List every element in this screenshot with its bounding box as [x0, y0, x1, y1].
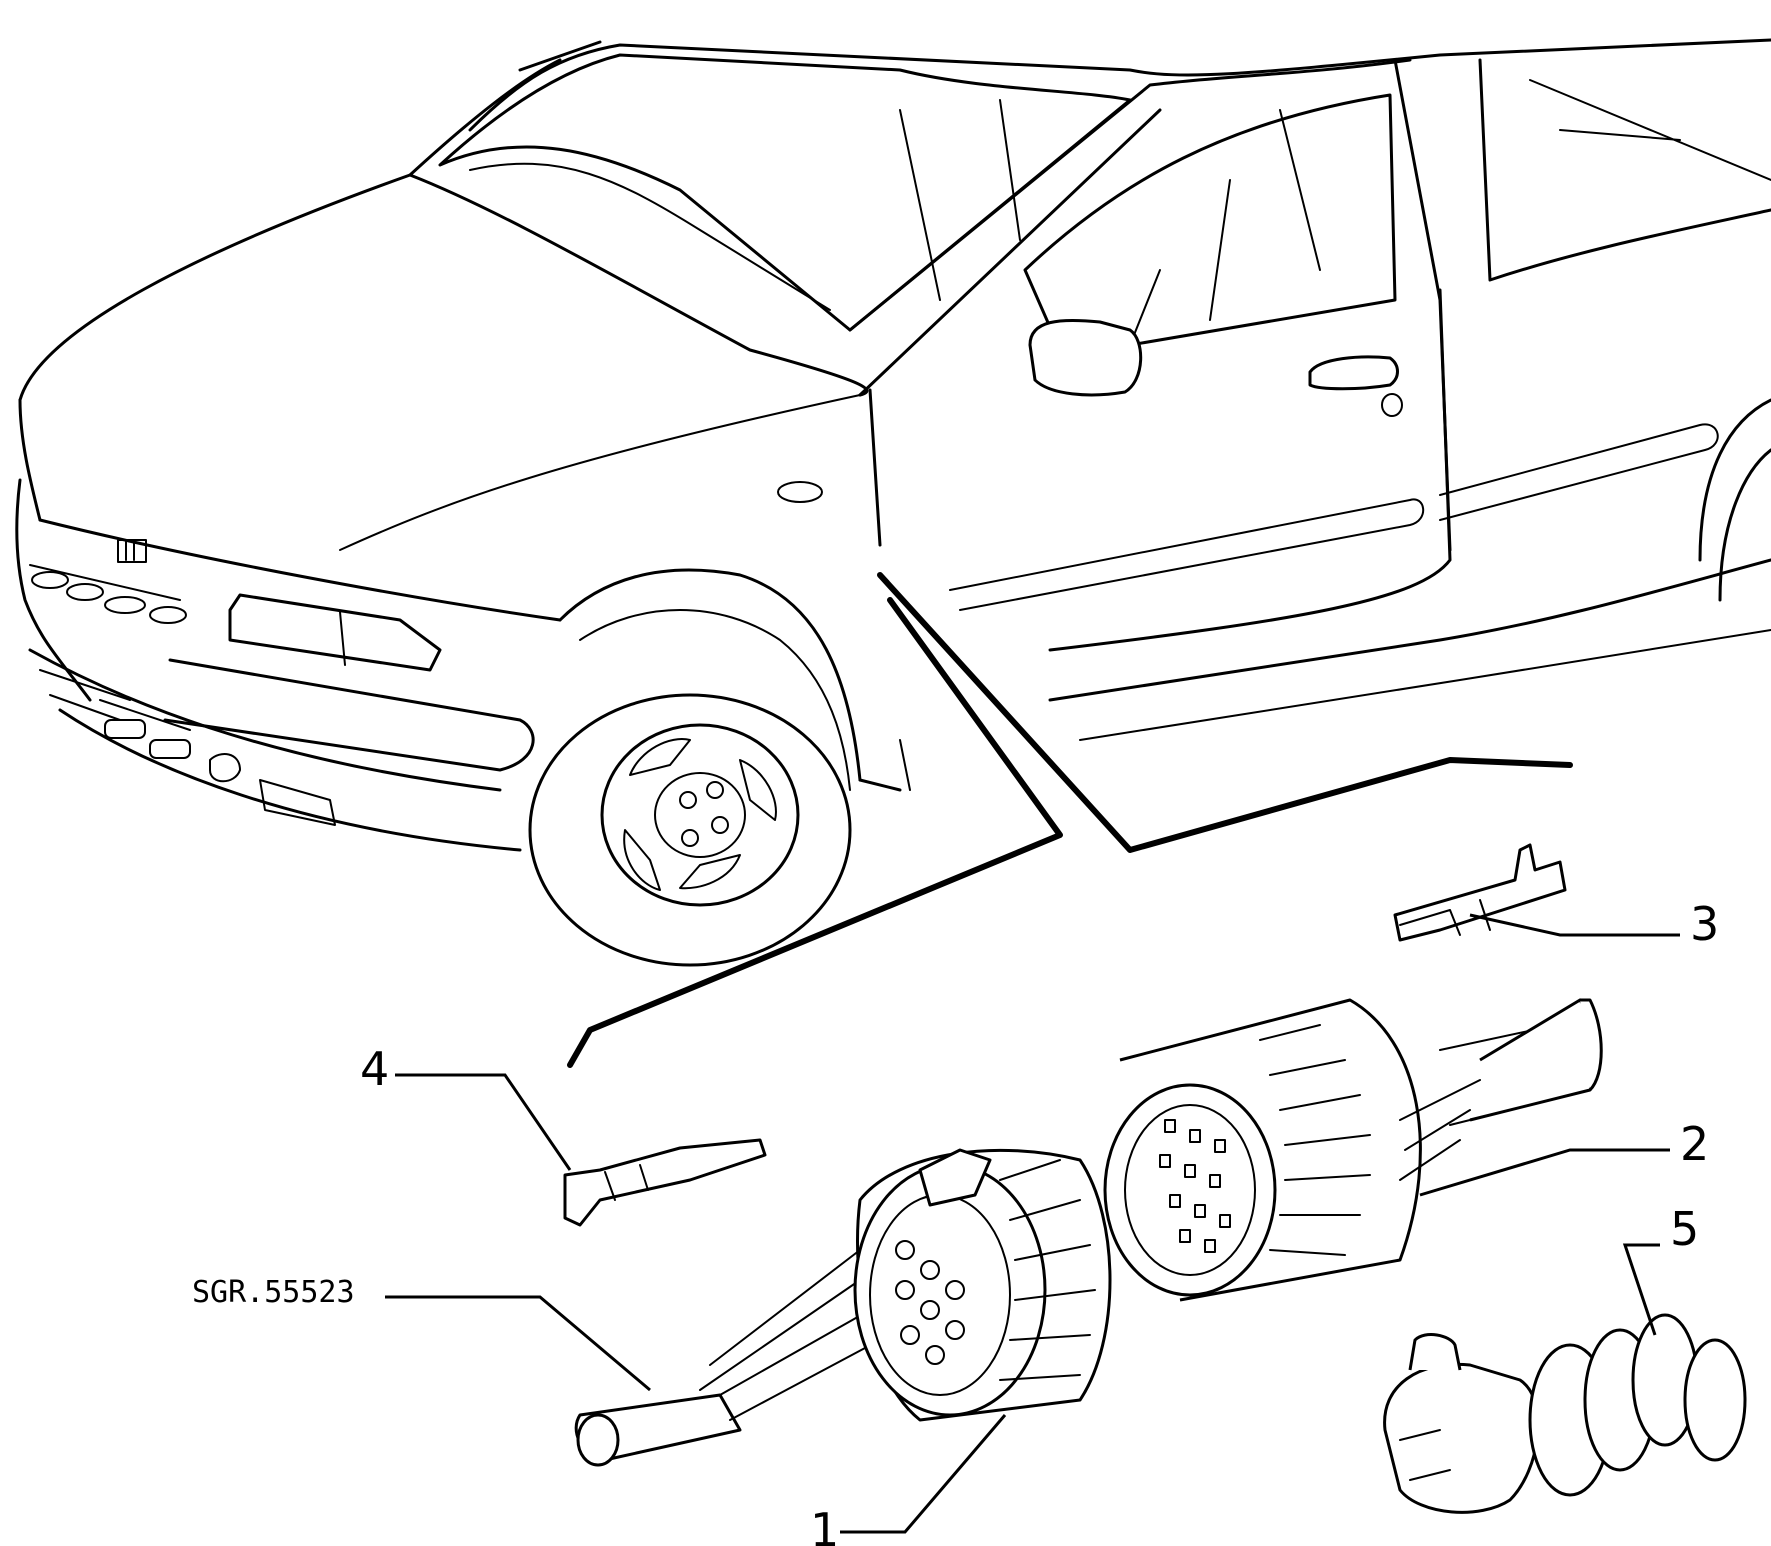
part-1-connector: [574, 1148, 1112, 1467]
harness-route-line: [877, 572, 1573, 853]
callout-4: 4: [360, 1042, 389, 1096]
callout-3: 3: [1690, 897, 1719, 951]
callout-5: 5: [1670, 1202, 1699, 1256]
car-illustration: [15, 38, 1771, 967]
part-4-pin: [563, 1138, 767, 1227]
callout-2: 2: [1680, 1117, 1709, 1171]
leader-lines: [385, 913, 1680, 1534]
part-3-terminal: [1393, 843, 1567, 942]
part-2-connector: [1103, 998, 1603, 1302]
part-5-grommet: [1383, 1313, 1747, 1514]
callout-1: 1: [810, 1503, 839, 1546]
reference-code: SGR.55523: [192, 1275, 355, 1310]
front-wheel: [528, 693, 852, 967]
harness-route-line-lower: [567, 597, 1063, 1068]
